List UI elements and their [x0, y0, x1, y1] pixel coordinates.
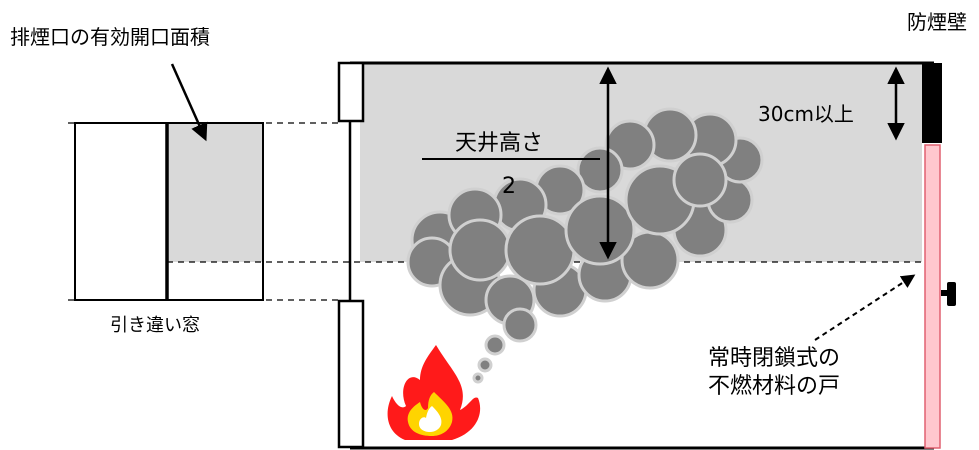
door-pointer-arrow [814, 274, 916, 341]
ceiling-height-label: 天井高さ [455, 131, 543, 156]
smoke-outlet-area-label: 排煙口の有効開口面積 [10, 25, 210, 49]
wall-segment-bottom [337, 299, 365, 449]
smoke-barrier-label: 防煙壁 [907, 10, 967, 34]
door-label-line2: 不燃材料の戸 [708, 374, 840, 399]
smoke-cloud-icon [406, 107, 764, 384]
ceiling-height-denominator: 2 [502, 174, 516, 199]
door-handle-icon [941, 282, 956, 306]
door-label-line1: 常時閉鎖式の [708, 346, 840, 371]
fireproof-door [924, 144, 941, 449]
window-left-pane [74, 122, 168, 301]
fire-icon [387, 345, 481, 440]
wall-segment-top [337, 61, 365, 123]
min-height-label: 30cm以上 [758, 102, 854, 126]
sliding-window [74, 122, 264, 301]
sliding-window-label: 引き違い窓 [110, 315, 200, 336]
smoke-barrier [922, 63, 942, 143]
smoke-outlet-arrow [170, 63, 208, 142]
window-effective-area [167, 123, 263, 262]
